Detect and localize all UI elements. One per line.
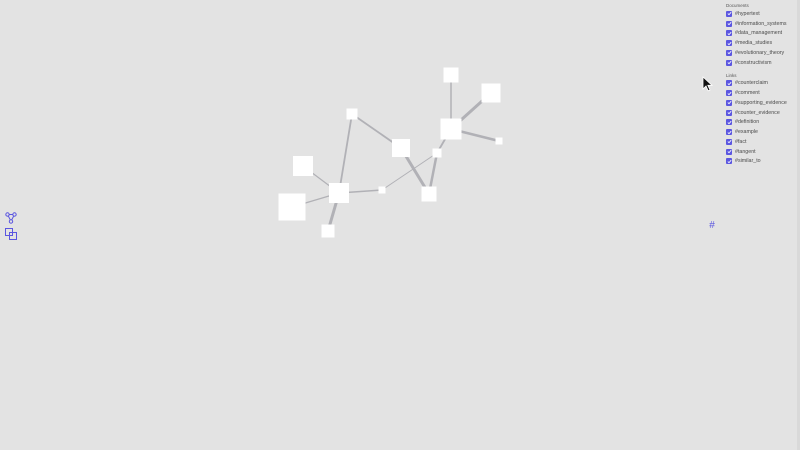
graph-node[interactable] <box>329 183 349 203</box>
filter-label: #information_systems <box>735 20 787 27</box>
filter-item[interactable]: #similar_to <box>726 157 800 167</box>
filter-checkbox[interactable] <box>726 80 732 87</box>
graph-node[interactable] <box>392 139 410 157</box>
links-section-title: Links <box>726 72 737 78</box>
filter-checkbox[interactable] <box>726 20 732 27</box>
check-icon <box>727 81 732 86</box>
graph-node[interactable] <box>495 137 503 145</box>
graph-node[interactable] <box>346 108 358 120</box>
check-icon <box>727 150 732 154</box>
graph-node[interactable] <box>440 118 462 140</box>
left-toolbar <box>4 211 18 243</box>
filter-checkbox[interactable] <box>726 59 732 66</box>
filter-item[interactable]: #counterclaim <box>726 79 800 89</box>
window-edge <box>797 0 800 450</box>
filter-item[interactable]: #example <box>726 127 800 137</box>
graph-nodes <box>278 67 503 238</box>
filter-checkbox[interactable] <box>726 129 732 136</box>
check-icon <box>727 41 732 45</box>
check-icon <box>727 61 732 65</box>
filter-item[interactable]: #counter_evidence <box>726 108 800 118</box>
filter-item[interactable]: #tangent <box>726 147 800 157</box>
filter-label: #counterclaim <box>735 80 768 87</box>
filter-label: #evolutionary_theory <box>735 49 785 56</box>
graph-nodes-icon <box>5 212 17 224</box>
check-icon <box>727 111 732 115</box>
filter-item[interactable]: #comment <box>726 88 800 98</box>
check-icon <box>727 51 732 55</box>
graph-node[interactable] <box>443 67 459 83</box>
filter-item[interactable]: #definition <box>726 118 800 128</box>
filter-label: #example <box>735 129 758 136</box>
filter-item[interactable]: #media_studies <box>726 38 800 48</box>
graph-node[interactable] <box>321 224 335 238</box>
check-icon <box>727 31 732 36</box>
graph-view-button[interactable] <box>4 211 18 225</box>
documents-filter-list: #hypertext #information_systems #data_mana… <box>726 9 800 68</box>
filter-checkbox[interactable] <box>726 119 732 126</box>
filter-item[interactable]: #constructivism <box>726 58 800 68</box>
filter-label: #constructivism <box>735 59 772 66</box>
copy-squares-icon <box>5 228 17 240</box>
filter-item[interactable]: #information_systems <box>726 19 800 29</box>
filter-label: #definition <box>735 119 760 126</box>
check-icon <box>727 22 732 26</box>
filter-item[interactable]: #hypertext <box>726 9 800 19</box>
check-icon <box>727 101 732 105</box>
duplicate-view-button[interactable] <box>4 227 18 241</box>
filter-checkbox[interactable] <box>726 148 732 155</box>
filter-label: #supporting_evidence <box>735 99 787 106</box>
mouse-pointer-icon <box>702 76 714 92</box>
filter-item[interactable]: #evolutionary_theory <box>726 48 800 58</box>
graph-node[interactable] <box>421 186 437 202</box>
filter-panel: Documents #hypertext #information_systems… <box>726 3 800 166</box>
filter-label: #media_studies <box>735 40 773 47</box>
filter-label: #comment <box>735 90 760 97</box>
filter-checkbox[interactable] <box>726 30 732 37</box>
graph-node[interactable] <box>293 156 313 176</box>
filter-item[interactable]: #fact <box>726 137 800 147</box>
filter-label: #similar_to <box>735 158 761 165</box>
filter-item[interactable]: #data_management <box>726 29 800 39</box>
check-icon <box>727 12 732 16</box>
filter-label: #tangent <box>735 148 756 155</box>
graph-edge <box>338 113 353 194</box>
graph-node[interactable] <box>432 148 442 158</box>
filter-checkbox[interactable] <box>726 10 732 17</box>
filter-checkbox[interactable] <box>726 138 732 145</box>
graph-node[interactable] <box>278 193 306 221</box>
graph-node[interactable] <box>481 83 501 103</box>
filter-label: #hypertext <box>735 10 760 17</box>
filter-checkbox[interactable] <box>726 90 732 97</box>
check-icon <box>727 120 732 125</box>
check-icon <box>727 159 732 164</box>
filter-checkbox[interactable] <box>726 109 732 116</box>
tag-button[interactable]: # <box>709 220 715 231</box>
links-filter-list: #counterclaim #comment #supporting_evidenc… <box>726 79 800 167</box>
filter-label: #data_management <box>735 30 783 37</box>
filter-checkbox[interactable] <box>726 158 732 165</box>
filter-label: #fact <box>735 138 747 145</box>
check-icon <box>727 91 732 95</box>
check-icon <box>727 130 732 134</box>
graph-node[interactable] <box>378 186 386 194</box>
filter-item[interactable]: #supporting_evidence <box>726 98 800 108</box>
check-icon <box>727 140 732 144</box>
filter-checkbox[interactable] <box>726 40 732 47</box>
filter-label: #counter_evidence <box>735 109 780 116</box>
filter-checkbox[interactable] <box>726 99 732 106</box>
filter-checkbox[interactable] <box>726 49 732 56</box>
graph-edge <box>381 152 438 191</box>
documents-section-title: Documents <box>726 3 749 8</box>
